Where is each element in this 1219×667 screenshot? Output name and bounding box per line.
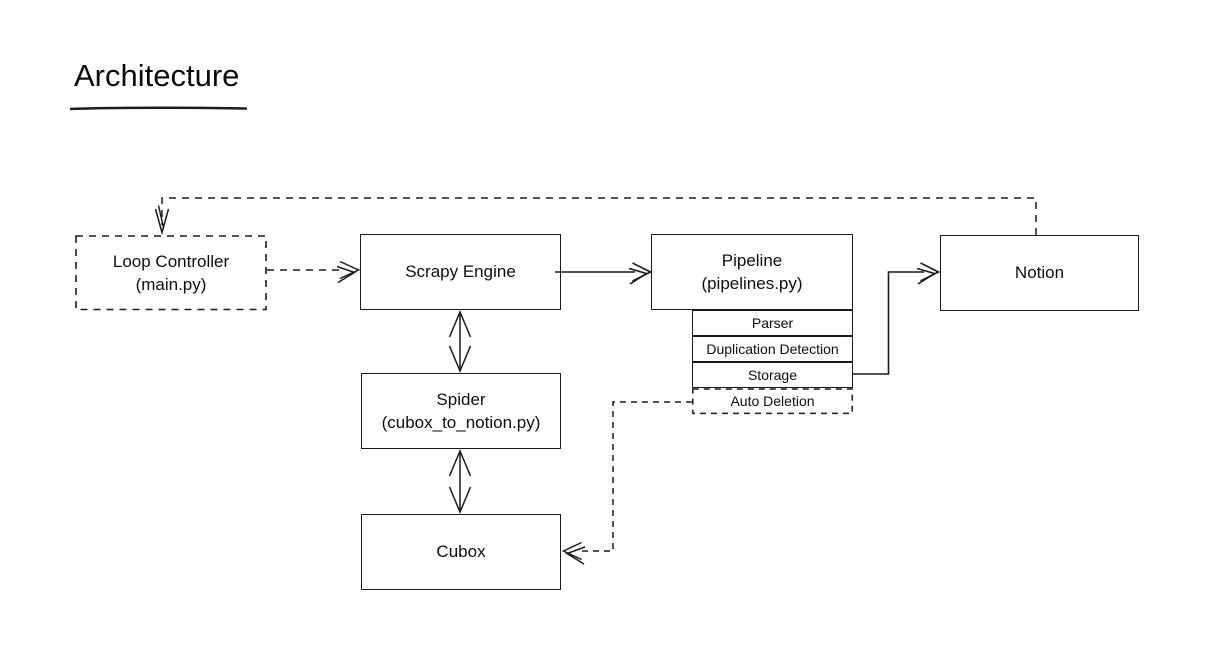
arrowhead-right-restroke [628,267,649,285]
edge-loop-controller-to-scrapy-engine [267,260,361,284]
node-loop-controller: Loop Controller (main.py) [75,235,267,311]
node-label: Parser [751,315,794,331]
edge-notion-to-loop-controller [154,197,1037,236]
node-pipeline-stage-auto-deletion: Auto Deletion [692,388,853,414]
edge-storage-to-notion [852,262,941,375]
arrowhead-right [632,262,653,282]
arrowhead-left [561,541,582,561]
node-pipeline-stage-duplication-detection: Duplication Detection [692,336,853,362]
arrowhead-left-restroke [565,546,586,565]
arrowhead-up [448,310,472,338]
arrowhead-down [448,486,472,514]
node-notion: Notion [940,235,1139,311]
node-label: Loop Controller [112,252,230,272]
node-label: Spider [436,390,486,410]
node-label: Storage [747,367,798,383]
node-sublabel: (main.py) [135,275,207,295]
node-label: Scrapy Engine [405,262,516,282]
arrowhead-right-restroke [916,267,937,285]
node-label: Cubox [436,542,486,562]
edge-auto-deletion-to-cubox [561,401,692,565]
node-spider: Spider (cubox_to_notion.py) [361,373,561,449]
node-sublabel: (cubox_to_notion.py) [381,413,541,433]
arrowhead-right [920,262,941,282]
node-label: Duplication Detection [706,341,839,357]
node-label: Notion [1014,263,1065,283]
node-sublabel: (pipelines.py) [701,274,803,294]
node-scrapy-engine: Scrapy Engine [360,234,561,310]
arrowhead-down [448,345,472,373]
edge-spider-cubox [448,449,472,514]
node-label: Pipeline [721,251,783,271]
title-underline [69,106,248,111]
arrowhead-down-restroke [157,205,165,228]
node-pipeline-stage-parser: Parser [692,310,853,336]
node-pipeline: Pipeline (pipelines.py) [651,234,853,310]
node-pipeline-stage-storage: Storage [692,362,853,388]
edge-scrapy-engine-to-pipeline [555,262,653,285]
arrowhead-up [448,449,472,477]
edge-scrapy-engine-spider [448,310,472,373]
page-title: Architecture [74,58,240,93]
node-cubox: Cubox [361,514,561,590]
arrowhead-right [339,260,361,280]
arrowhead-right-restroke [336,265,357,284]
node-label: Auto Deletion [730,393,815,409]
arrowhead-down [154,208,170,236]
